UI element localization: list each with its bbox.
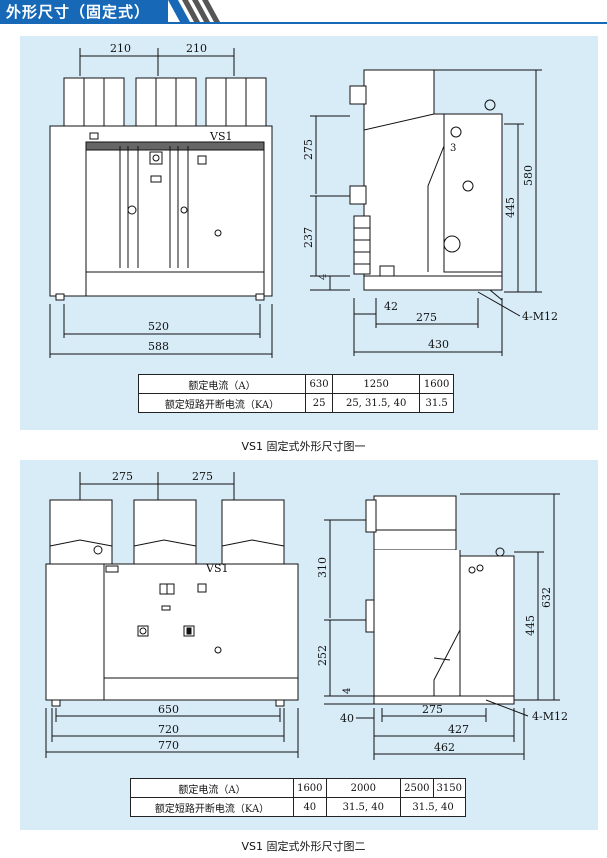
fig2-dim-427: 427 bbox=[448, 723, 469, 736]
fig2-front-bushings bbox=[49, 499, 285, 565]
figure-1-panel: 210 210 VS1 520 588 275 237 4 445 580 3 … bbox=[20, 36, 598, 430]
table-cell: 2000 bbox=[325, 778, 402, 798]
table-cell: 25 bbox=[304, 393, 334, 413]
fig2-side-view bbox=[365, 495, 515, 705]
fig1-dim-210-right: 210 bbox=[186, 42, 207, 55]
fig1-dim-210-left: 210 bbox=[110, 42, 131, 55]
fig2-dim-275-left: 275 bbox=[112, 470, 133, 483]
fig2-dim-770: 770 bbox=[158, 739, 179, 752]
table-cell: 1600 bbox=[419, 374, 454, 394]
table-row-label: 额定电流（A） bbox=[129, 778, 295, 798]
fig2-dim-252: 252 bbox=[316, 645, 329, 666]
table-cell: 31.5 bbox=[419, 393, 454, 413]
table-cell: 31.5, 40 bbox=[325, 797, 402, 817]
table-cell: 2500 bbox=[400, 778, 434, 798]
fig2-dim-40: 40 bbox=[340, 712, 354, 725]
fig2-model-label: VS1 bbox=[205, 562, 228, 575]
table-cell: 3150 bbox=[432, 778, 467, 798]
fig1-model-label: VS1 bbox=[209, 130, 232, 143]
fig2-spec-table: 额定电流（A） 1600 2000 2500 3150 额定短路开断电流（KA）… bbox=[129, 778, 467, 817]
fig2-dim-310: 310 bbox=[316, 557, 329, 578]
fig2-dim-275-right: 275 bbox=[192, 470, 213, 483]
fig2-dim-462: 462 bbox=[434, 741, 455, 754]
table-row-label: 额定短路开断电流（KA） bbox=[138, 393, 306, 413]
fig1-dim-588: 588 bbox=[148, 340, 169, 353]
fig2-bolt-label: 4-M12 bbox=[532, 710, 568, 723]
fig1-dim-42: 42 bbox=[384, 300, 398, 313]
table-row-label: 额定短路开断电流（KA） bbox=[129, 797, 295, 817]
section-title: 外形尺寸（固定式） bbox=[0, 0, 168, 24]
figure-2-drawing: 275 275 VS1 650 720 770 310 252 4 445 63… bbox=[45, 470, 568, 760]
fig1-dim-580: 580 bbox=[522, 165, 535, 186]
table-row: 额定短路开断电流（KA） 25 25, 31.5, 40 31.5 bbox=[138, 393, 454, 413]
figure-2-caption: VS1 固定式外形尺寸图二 bbox=[241, 840, 366, 853]
figure-1-caption: VS1 固定式外形尺寸图一 bbox=[241, 440, 366, 453]
fig2-dim-632: 632 bbox=[540, 587, 553, 608]
table-row: 额定电流（A） 630 1250 1600 bbox=[138, 374, 454, 394]
fig1-dim-275-bottom: 275 bbox=[416, 311, 437, 324]
fig1-number-3: 3 bbox=[450, 143, 456, 154]
figure-1-drawing: 210 210 VS1 520 588 275 237 4 445 580 3 … bbox=[49, 42, 558, 358]
figure-2-panel: 275 275 VS1 650 720 770 310 252 4 445 63… bbox=[20, 460, 598, 830]
fig1-dim-237: 237 bbox=[302, 227, 315, 248]
fig1-dim-445: 445 bbox=[504, 197, 517, 218]
fig1-dim-430: 430 bbox=[428, 338, 449, 351]
table-cell: 1250 bbox=[332, 374, 421, 394]
table-row: 额定短路开断电流（KA） 40 31.5, 40 31.5, 40 bbox=[129, 797, 466, 817]
fig1-dim-275-upper: 275 bbox=[302, 139, 315, 160]
fig2-dim-275-bottom: 275 bbox=[422, 703, 443, 716]
table-cell: 630 bbox=[304, 374, 334, 394]
fig2-dim-4: 4 bbox=[342, 688, 353, 694]
fig2-dim-650: 650 bbox=[158, 703, 179, 716]
fig2-dim-720: 720 bbox=[158, 723, 179, 736]
table-row-label: 额定电流（A） bbox=[138, 374, 306, 394]
fig1-side-view bbox=[349, 69, 503, 301]
header-underline bbox=[0, 22, 607, 24]
table-cell: 40 bbox=[293, 797, 327, 817]
fig1-dim-4: 4 bbox=[318, 274, 329, 280]
fig1-bolt-label: 4-M12 bbox=[522, 310, 558, 323]
section-header: 外形尺寸（固定式） bbox=[0, 0, 607, 24]
table-row: 额定电流（A） 1600 2000 2500 3150 bbox=[129, 778, 467, 798]
table-cell: 1600 bbox=[293, 778, 327, 798]
table-cell: 31.5, 40 bbox=[400, 797, 466, 817]
fig2-front-body bbox=[45, 563, 299, 701]
fig1-dim-520: 520 bbox=[148, 320, 169, 333]
table-cell: 25, 31.5, 40 bbox=[332, 393, 421, 413]
fig1-spec-table: 额定电流（A） 630 1250 1600 额定短路开断电流（KA） 25 25… bbox=[138, 374, 454, 413]
fig2-dim-445: 445 bbox=[524, 615, 537, 636]
header-stripes-decoration bbox=[168, 0, 220, 22]
